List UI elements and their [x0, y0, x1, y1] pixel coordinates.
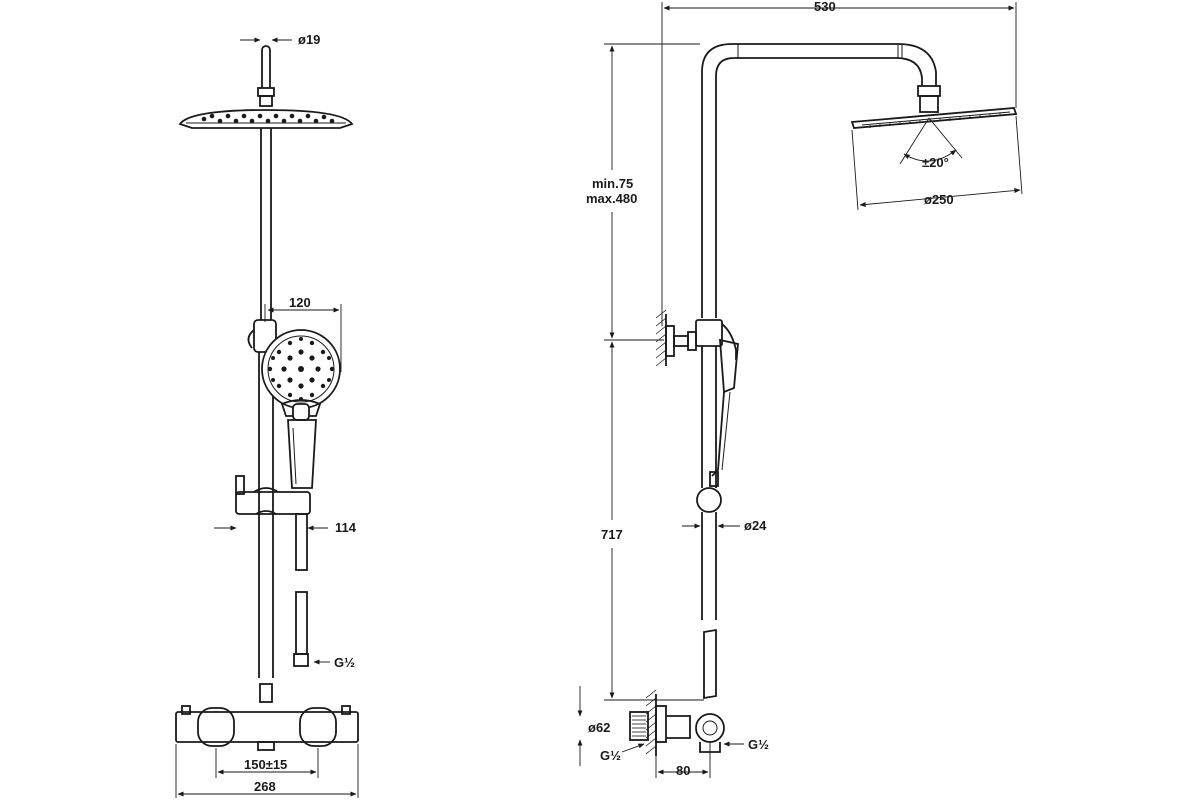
front-dim-slider-offset: 114 [214, 520, 357, 535]
dim-label-arm-reach: 530 [814, 0, 836, 14]
side-dim-inlet-thread: G½ [600, 743, 645, 763]
dim-label-escutcheon-diameter: ø62 [588, 720, 610, 735]
dim-label-height-min: min.75 [592, 176, 633, 191]
front-overhead-shower-head [178, 109, 354, 129]
dim-label-overall-width: 268 [254, 779, 276, 794]
front-dim-overall-width: 268 [175, 744, 359, 798]
dim-label-inlet-spacing: 150±15 [244, 757, 287, 772]
side-slider [696, 471, 722, 513]
front-top-arm [257, 45, 275, 107]
front-slider [235, 475, 311, 515]
side-overhead-shower-head [850, 107, 1023, 211]
dim-label-pipe-diameter: ø19 [298, 32, 320, 47]
side-dim-wall-offset: 80 [655, 742, 711, 778]
side-wall-bracket [655, 309, 737, 367]
front-hand-shower-nozzles [267, 337, 335, 401]
dim-label-head-diameter: ø250 [924, 192, 954, 207]
dim-label-height-max: max.480 [586, 191, 637, 206]
dim-label-outlet-thread: G½ [748, 737, 769, 752]
front-head-nozzles [201, 113, 335, 124]
front-hose [293, 513, 309, 667]
front-vertical-rail [258, 128, 274, 678]
front-thermostat-mixer [175, 683, 359, 751]
side-dim-outlet-thread: G½ [723, 737, 769, 752]
dim-label-slider-offset: 114 [335, 520, 357, 535]
front-dim-hose-thread: G½ [313, 655, 355, 670]
side-dim-rail-diameter: ø24 [682, 518, 767, 533]
side-dim-head-diameter: ø250 [859, 188, 1021, 207]
front-hand-shower [261, 329, 341, 489]
dim-label-rail-diameter: ø24 [744, 518, 767, 533]
side-view: ±20° ø250 530 min.75 max.480 [577, 0, 1023, 778]
dim-label-rail-length: 717 [601, 527, 623, 542]
side-dim-rail-length: 717 [601, 341, 704, 701]
side-upper-arm [701, 43, 941, 318]
dim-label-inlet-thread: G½ [600, 748, 621, 763]
side-hand-shower [711, 338, 739, 477]
side-dim-tilt-angle: ±20° [899, 117, 963, 170]
dim-label-hose-thread: G½ [334, 655, 355, 670]
front-dim-handshower-width: 120 [264, 295, 342, 372]
front-dim-pipe-diameter: ø19 [240, 32, 320, 47]
side-dim-escutcheon-diameter: ø62 [577, 686, 610, 766]
side-vertical-rail [701, 346, 717, 700]
side-dim-height-adjust: min.75 max.480 [586, 43, 700, 341]
side-dim-arm-reach: 530 [661, 0, 1017, 326]
dim-label-handshower-width: 120 [289, 295, 311, 310]
dim-label-wall-offset: 80 [676, 763, 690, 778]
front-view: ø19 120 114 G½ 150±15 268 [175, 32, 359, 798]
dim-label-tilt-angle: ±20° [922, 155, 949, 170]
front-dim-inlet-spacing: 150±15 [215, 748, 319, 778]
